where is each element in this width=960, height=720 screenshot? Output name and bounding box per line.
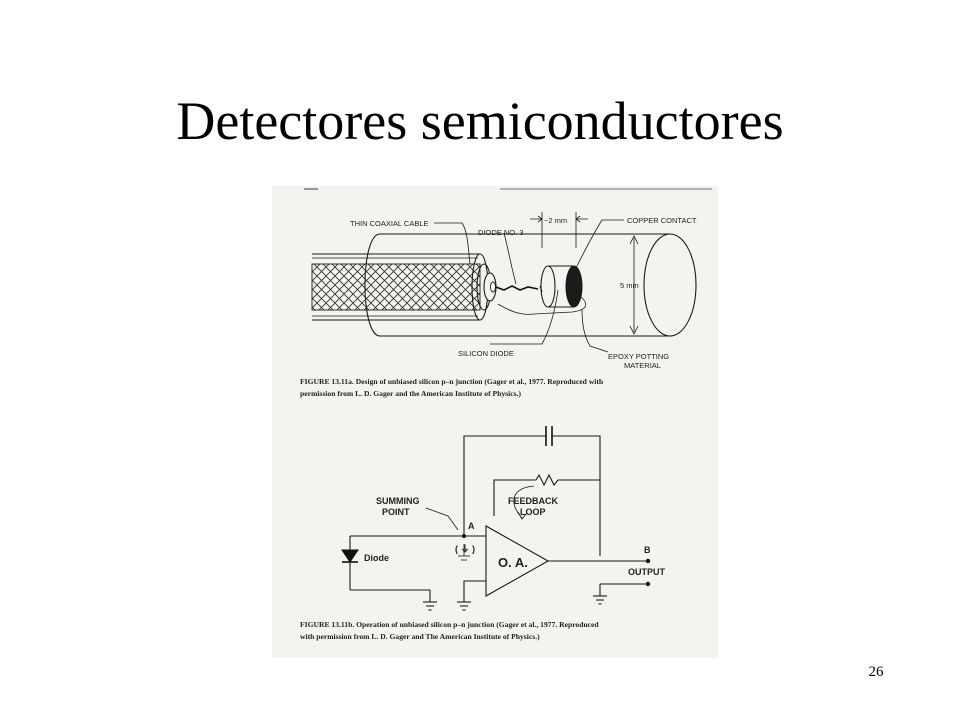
label-thin-coaxial-cable: THIN COAXIAL CABLE	[350, 219, 429, 228]
caption-b-line2: with permission from L. D. Gager and The…	[300, 632, 540, 641]
figure-diagram: THIN COAXIAL CABLE DIODE NO. 3 ~2 mm COP…	[300, 188, 712, 641]
fb-cap-wire-right	[552, 435, 601, 556]
caption-a-line1: FIGURE 13.11a. Design of unbiased silico…	[300, 377, 604, 386]
output-node-b	[645, 558, 651, 564]
dim-5mm-arrow-top	[629, 235, 639, 245]
leader-silicon-diode	[490, 289, 559, 345]
scanned-figure: THIN COAXIAL CABLE DIODE NO. 3 ~2 mm COP…	[272, 186, 718, 658]
label-summing-line1: SUMMING	[376, 496, 420, 506]
diode-pin	[539, 285, 543, 293]
lead-wire	[495, 285, 539, 291]
opamp-triangle	[485, 525, 550, 597]
fb-res-wire-left	[493, 479, 536, 516]
caption-b-line1: FIGURE 13.11b. Operation of unbiased sil…	[300, 620, 599, 629]
label-ground-paren: ( ⏚ )	[455, 544, 475, 554]
figure-b-circuit	[341, 426, 651, 611]
leader-coax	[434, 222, 471, 265]
cable-center-conductor	[490, 281, 496, 293]
label-silicon-diode: SILICON DIODE	[458, 349, 514, 358]
label-copper-contact: COPPER CONTACT	[627, 216, 697, 225]
label-output: OUTPUT	[628, 567, 666, 577]
label-epoxy-line2: MATERIAL	[624, 361, 661, 370]
leader-diode-no3	[503, 232, 517, 285]
label-summing-line2: POINT	[382, 507, 410, 517]
label-dimension-2mm: ~2 mm	[544, 216, 567, 225]
diode-left-face	[540, 265, 556, 308]
braided-shield	[311, 263, 481, 311]
label-opamp: O. A.	[498, 555, 528, 570]
label-feedback-line1: FEEDBACK	[508, 496, 559, 506]
label-dimension-5mm: 5 mm	[620, 281, 639, 290]
label-diode-no3: DIODE NO. 3	[478, 228, 523, 237]
label-node-b: B	[644, 545, 651, 555]
fb-cap-wire-left	[463, 435, 546, 516]
label-diode: Diode	[364, 553, 389, 563]
cylinder-right-end	[643, 233, 697, 337]
feedback-loop-arrowhead	[517, 511, 528, 520]
summing-node-dot	[462, 534, 466, 538]
copper-contact-face	[565, 265, 583, 308]
summing-point-leader	[425, 507, 459, 531]
dim-2mm-arrow-left	[530, 215, 543, 223]
figure-a-drawing	[311, 212, 697, 353]
dim-2mm-arrow-right	[575, 215, 588, 223]
diode-symbol-triangle	[341, 549, 359, 563]
slide-title: Detectores semiconductores	[176, 91, 784, 151]
return-wire	[497, 293, 586, 315]
slide-number: 26	[868, 664, 884, 680]
feedback-resistor	[535, 473, 559, 487]
caption-a-line2: permission from L. D. Gager and the Amer…	[300, 389, 521, 398]
output-ground-node	[645, 581, 651, 587]
label-feedback-line2: LOOP	[520, 507, 546, 517]
label-node-a: A	[468, 521, 475, 531]
dim-5mm-arrow-bottom	[629, 325, 639, 335]
leader-copper-contact	[575, 219, 624, 269]
noninv-input-wire	[463, 580, 486, 602]
leader-epoxy	[581, 309, 609, 353]
label-epoxy-line1: EPOXY POTTING	[608, 352, 669, 361]
